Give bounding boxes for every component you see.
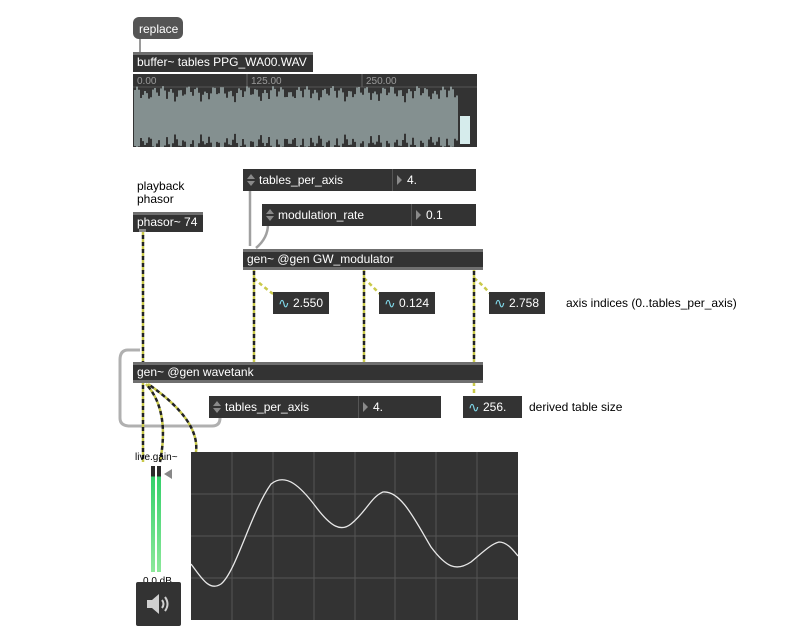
- waveform: [133, 74, 477, 147]
- gen-modulator-label: gen~ @gen GW_modulator: [247, 252, 394, 266]
- scope-plot: [191, 452, 518, 620]
- replace-message[interactable]: replace: [133, 17, 183, 39]
- axis-index-1-value: 2.550: [293, 296, 324, 310]
- cord-wavetank-scope: [147, 382, 198, 453]
- live-gain-label: live.gain~: [135, 452, 178, 463]
- table-size-value: 256.: [483, 400, 507, 414]
- meter-right: [157, 466, 161, 572]
- signal-tilde-icon: ∿: [494, 295, 506, 311]
- gen-wavetank-label: gen~ @gen wavetank: [137, 365, 254, 379]
- derived-table-size-comment: derived table size: [529, 400, 623, 414]
- buffer-object-label: buffer~ tables PPG_WA00.WAV: [137, 55, 307, 69]
- gain-slider-handle-icon[interactable]: [164, 469, 172, 479]
- tables-per-axis-attrui-top[interactable]: tables_per_axis 4.: [243, 169, 476, 191]
- signal-tilde-icon: ∿: [384, 295, 396, 311]
- live-gain[interactable]: live.gain~ 0.0 dB: [135, 452, 181, 592]
- axis-indices-comment: axis indices (0..tables_per_axis): [566, 296, 737, 310]
- axis-index-2-number[interactable]: ∿ 0.124: [379, 292, 435, 314]
- axis-index-2-value: 0.124: [399, 296, 430, 310]
- tick-125: 125.00: [251, 76, 282, 87]
- phasor-object[interactable]: phasor~ 74: [133, 212, 203, 232]
- axis-index-1-number[interactable]: ∿ 2.550: [273, 292, 329, 314]
- buffer-object[interactable]: buffer~ tables PPG_WA00.WAV: [133, 52, 313, 72]
- phasor-object-label: phasor~ 74: [137, 215, 198, 229]
- cord-to-num1: [253, 277, 277, 298]
- speaker-icon: [147, 594, 169, 614]
- tick-0: 0.00: [137, 76, 157, 87]
- phasor-comment: phasor: [137, 192, 174, 206]
- axis-index-3-number[interactable]: ∿ 2.758: [489, 292, 545, 314]
- replace-message-label: replace: [139, 22, 179, 36]
- axis-index-3-value: 2.758: [509, 296, 540, 310]
- gen-wavetank-object[interactable]: gen~ @gen wavetank: [133, 362, 483, 383]
- attr-name: tables_per_axis: [225, 400, 310, 414]
- stepper-arrows-icon: [247, 174, 255, 186]
- scope-display[interactable]: [191, 452, 518, 620]
- cord-wavetank-gainR: [145, 383, 165, 463]
- signal-tilde-icon: ∿: [468, 399, 480, 415]
- number-arrow-icon: [363, 402, 368, 412]
- attr-value[interactable]: 4.: [373, 400, 384, 414]
- playback-comment: playback: [137, 179, 185, 193]
- waveform-display[interactable]: 0.00 125.00 250.00: [133, 74, 477, 147]
- modulation-rate-attrui[interactable]: modulation_rate 0.1: [262, 204, 476, 226]
- live-gain-value: 0.0 dB: [143, 576, 172, 587]
- attr-value[interactable]: 4.: [407, 173, 418, 187]
- tables-per-axis-attrui-bottom[interactable]: tables_per_axis 4.: [209, 396, 441, 418]
- gen-modulator-object[interactable]: gen~ @gen GW_modulator: [243, 249, 483, 270]
- cord-rate-modulator: [255, 223, 270, 249]
- number-arrow-icon: [416, 210, 421, 220]
- stepper-arrows-icon: [213, 401, 221, 413]
- attr-name: modulation_rate: [278, 208, 365, 222]
- meter-left: [151, 466, 155, 572]
- table-size-number[interactable]: ∿ 256.: [463, 396, 522, 418]
- tick-250: 250.00: [366, 76, 397, 87]
- number-arrow-icon: [397, 175, 402, 185]
- signal-tilde-icon: ∿: [278, 295, 290, 311]
- attr-name: tables_per_axis: [259, 173, 344, 187]
- stepper-arrows-icon: [266, 209, 274, 221]
- speaker-button[interactable]: [136, 582, 181, 626]
- cord-bottom-attr-loop: [118, 348, 222, 428]
- attr-value[interactable]: 0.1: [426, 208, 443, 222]
